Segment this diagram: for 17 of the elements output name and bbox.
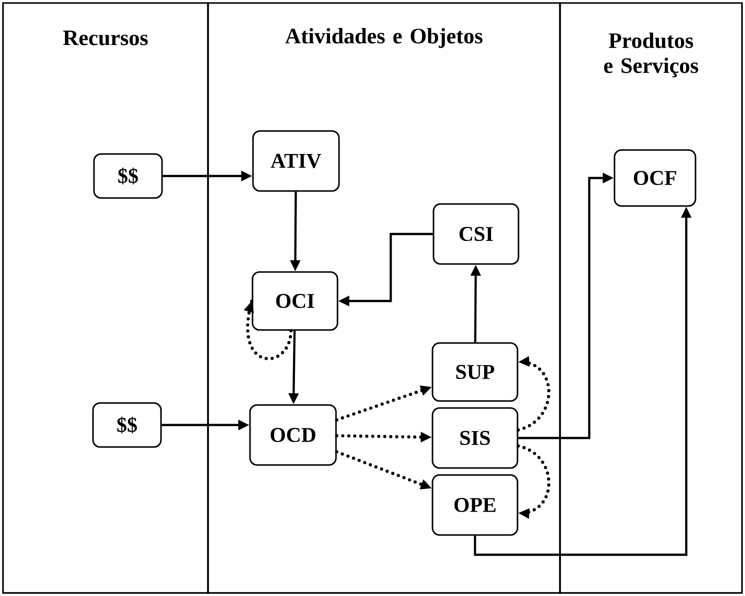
process-box: OCF (614, 149, 696, 207)
process-box: $$ (93, 153, 163, 199)
process-box: OPE (432, 474, 518, 536)
column-heading: Produtos e Serviços (604, 32, 698, 78)
process-box: $$ (92, 402, 162, 448)
column-heading: Atividades e Objetos (285, 28, 482, 48)
process-box: SUP (432, 342, 518, 402)
column-heading: Recursos (63, 30, 148, 46)
arrow (516, 444, 552, 519)
arrow (335, 450, 434, 490)
process-box: OCI (252, 271, 338, 331)
process-box: CSI (432, 203, 520, 265)
process-box: SIS (432, 407, 518, 469)
arrow (335, 385, 434, 422)
process-box: OCD (249, 404, 337, 466)
arrow (244, 299, 293, 360)
process-box: ATIV (252, 130, 340, 192)
